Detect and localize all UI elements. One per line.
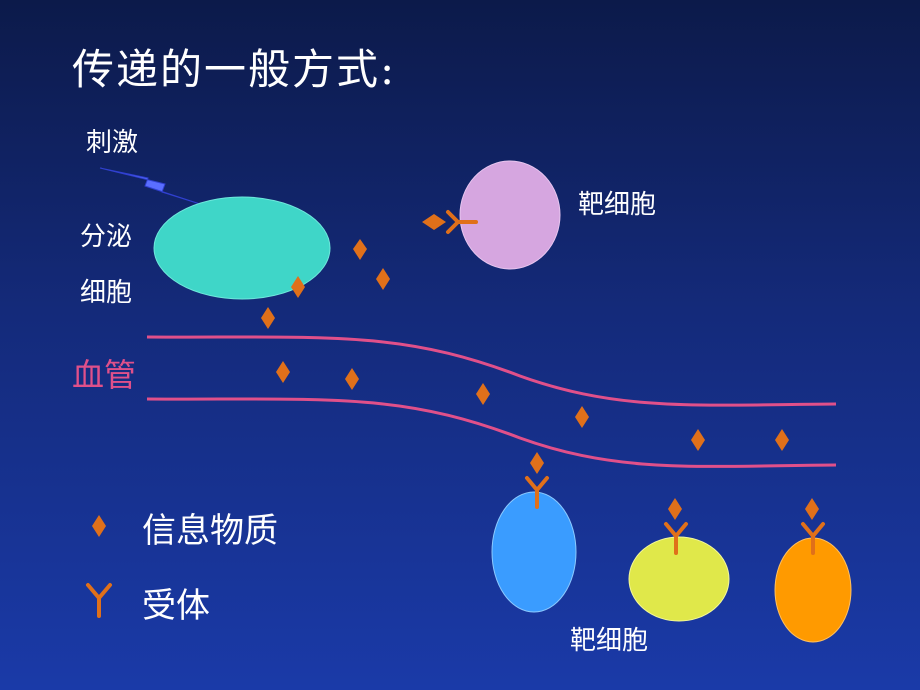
messenger-diamond — [530, 452, 544, 474]
target-cells-bottom-label: 靶细胞 — [570, 626, 649, 656]
target-cell-yellow — [628, 536, 730, 622]
messenger-diamond — [345, 368, 359, 390]
messenger-diamond — [353, 239, 367, 260]
stimulus-lightning-icon — [99, 167, 201, 205]
secretory-cell-label-line1: 分泌 — [80, 222, 133, 252]
legend-receptor-label: 受体 — [142, 586, 210, 626]
messenger-diamond — [575, 406, 589, 428]
messenger-diamond — [805, 498, 819, 520]
messenger-diamond — [775, 429, 789, 451]
secretory-cell — [153, 196, 331, 300]
stimulus-label: 刺激 — [86, 128, 139, 158]
target-cell-blue — [491, 491, 577, 613]
messenger-diamond — [276, 361, 290, 383]
legend-messenger-icon — [92, 515, 106, 537]
target-cell-top-label: 靶细胞 — [578, 190, 657, 220]
vessel-lower-wall — [146, 397, 837, 468]
messenger-diamond — [476, 383, 490, 405]
target-cell-top — [459, 160, 561, 270]
messenger-diamond — [668, 498, 682, 520]
receptor-blue — [525, 476, 549, 509]
receptor-yellow — [664, 522, 688, 555]
messenger-diamond — [291, 276, 305, 298]
secretory-cell-label-line2: 细胞 — [80, 278, 133, 308]
receptor-orange — [801, 522, 825, 555]
messenger-molecules — [261, 214, 819, 520]
blood-vessel-label: 血管 — [72, 356, 137, 394]
vessel-upper-wall — [146, 335, 837, 407]
messenger-diamond — [691, 429, 705, 451]
messenger-diamond — [376, 268, 390, 290]
legend-messenger-label: 信息物质 — [142, 511, 278, 551]
messenger-diamond — [261, 307, 275, 329]
receptor-top — [446, 210, 478, 234]
page-title: 传递的一般方式: — [72, 45, 397, 94]
messenger-diamond — [422, 214, 446, 230]
legend-receptor-icon — [86, 583, 112, 618]
